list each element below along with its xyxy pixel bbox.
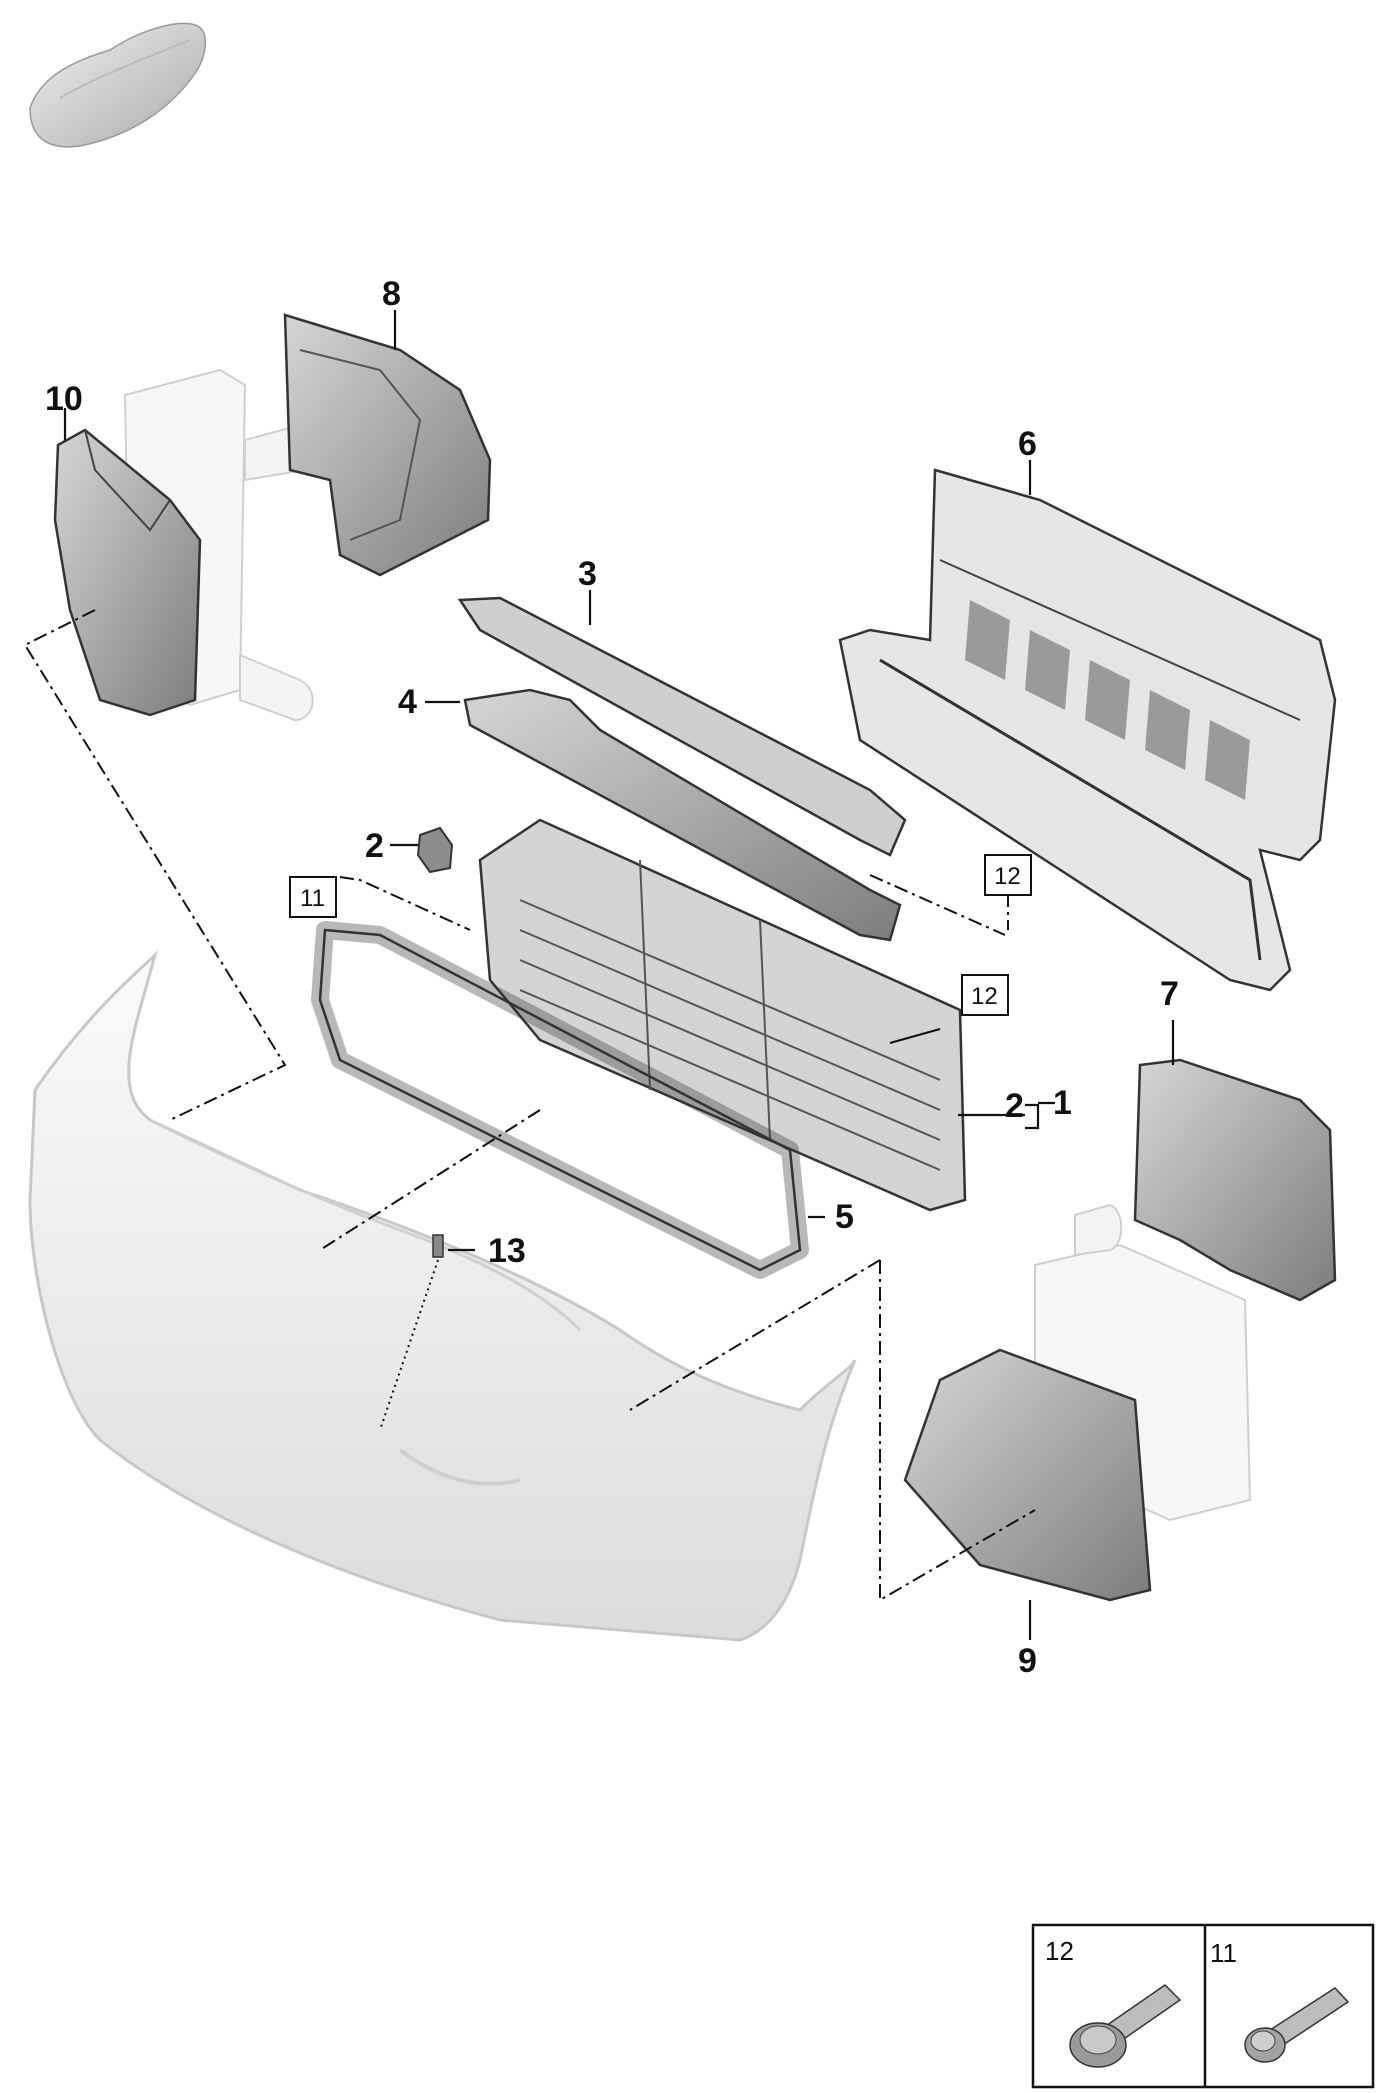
part-1-air-shutter[interactable] xyxy=(478,818,967,1212)
leader-lines xyxy=(63,310,1175,1640)
svg-text:12: 12 xyxy=(971,983,998,1010)
svg-text:11: 11 xyxy=(300,885,325,912)
callout-8: 8 xyxy=(382,275,401,313)
legend-label-11: 11 xyxy=(1210,1938,1237,1968)
part-3-upper-seal[interactable] xyxy=(457,596,907,857)
callout-7: 7 xyxy=(1160,975,1179,1013)
fastener-legend: 12 11 xyxy=(1031,1923,1375,2089)
callout-10: 10 xyxy=(45,380,83,418)
boxed-ref-11: 11 xyxy=(289,876,337,918)
callout-2a: 2 xyxy=(365,827,384,865)
callout-2b: 2 xyxy=(1005,1087,1024,1125)
callout-3: 3 xyxy=(578,555,597,593)
callout-4: 4 xyxy=(398,683,417,721)
part-10-left-air-duct[interactable] xyxy=(53,428,202,717)
callout-13: 13 xyxy=(488,1232,526,1270)
part-6-upper-frame[interactable] xyxy=(838,468,1337,992)
boxed-ref-12-lower: 12 xyxy=(961,974,1009,1016)
car-silhouette-icon xyxy=(29,22,207,148)
part-13-sensor[interactable] xyxy=(432,1234,444,1258)
callout-9: 9 xyxy=(1018,1642,1037,1680)
part-4-air-guide-strip[interactable] xyxy=(463,688,902,942)
svg-text:12: 12 xyxy=(994,863,1021,890)
callout-5: 5 xyxy=(835,1198,854,1236)
callout-6: 6 xyxy=(1018,425,1037,463)
part-5-lower-frame[interactable] xyxy=(311,921,809,1279)
part-8-upper-air-guide[interactable] xyxy=(283,313,492,577)
flange-bolt-icon xyxy=(1069,1984,1182,2068)
front-bumper-ghost xyxy=(28,949,857,1642)
part-2-clip[interactable] xyxy=(416,826,454,874)
legend-label-12: 12 xyxy=(1045,1936,1074,1966)
callout-1: 1 xyxy=(1053,1084,1072,1122)
assembly-lines xyxy=(23,609,1036,1602)
part-9-right-lower-duct[interactable] xyxy=(903,1348,1152,1602)
hex-bolt-icon xyxy=(1244,1987,1350,2063)
boxed-ref-12-upper: 12 xyxy=(984,854,1032,896)
part-7-right-duct[interactable] xyxy=(1133,1058,1337,1302)
